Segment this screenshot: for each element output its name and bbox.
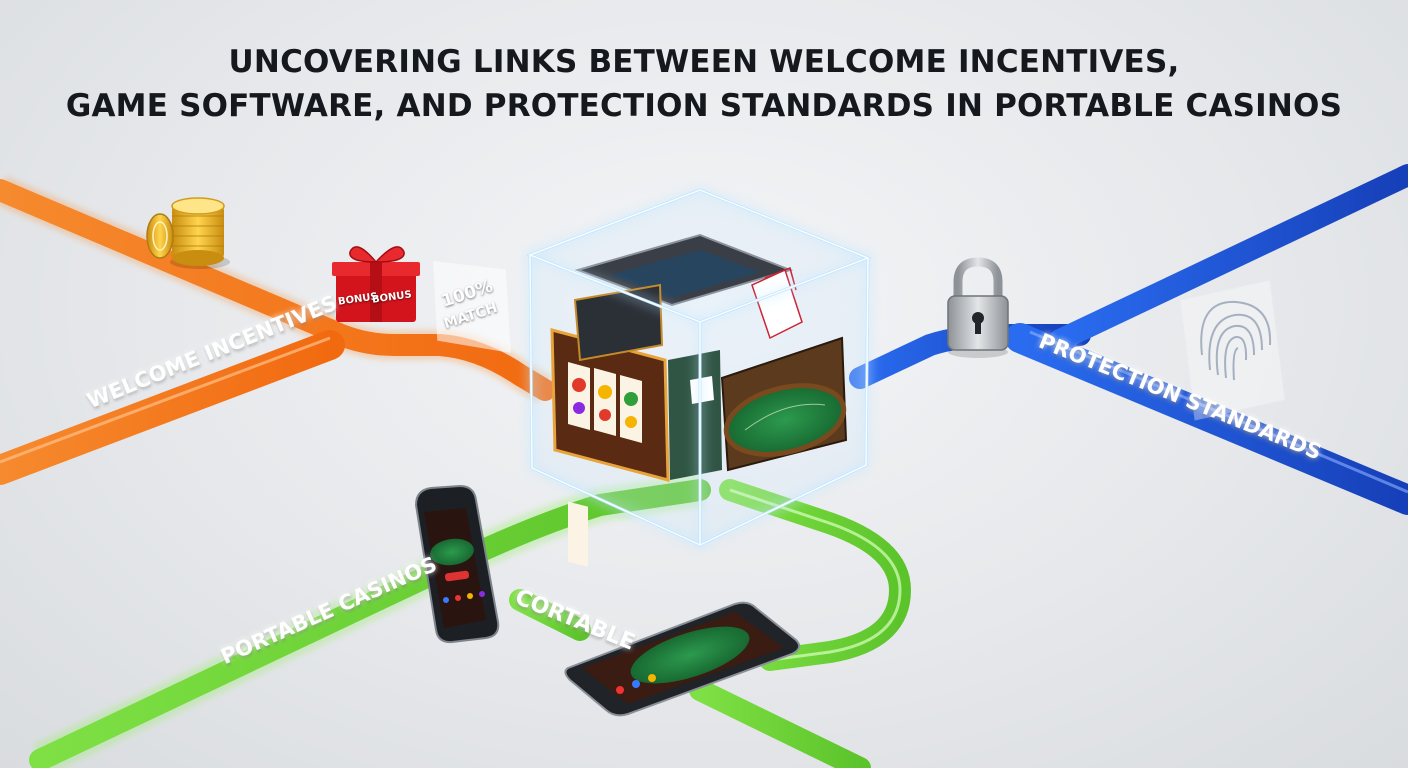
portable-route (29, 473, 912, 768)
coin-stack-icon (146, 197, 230, 269)
title-line-1: UNCOVERING LINKS BETWEEN WELCOME INCENTI… (228, 44, 1180, 80)
smartphone-icon (414, 484, 500, 644)
welcome-route (0, 176, 556, 485)
padlock-icon (947, 257, 1009, 358)
protection-route (849, 164, 1408, 515)
match-card (433, 261, 511, 353)
tablet-icon (564, 601, 801, 717)
fingerprint-icon (1179, 279, 1286, 421)
title-line-2: GAME SOFTWARE, AND PROTECTION STANDARDS … (65, 88, 1343, 124)
gift-box-icon (332, 246, 420, 322)
card-table-icon (720, 336, 848, 472)
software-cube (525, 188, 873, 567)
slot-machine-icon (550, 328, 670, 567)
page-title: UNCOVERING LINKS BETWEEN WELCOME INCENTI… (0, 40, 1408, 128)
